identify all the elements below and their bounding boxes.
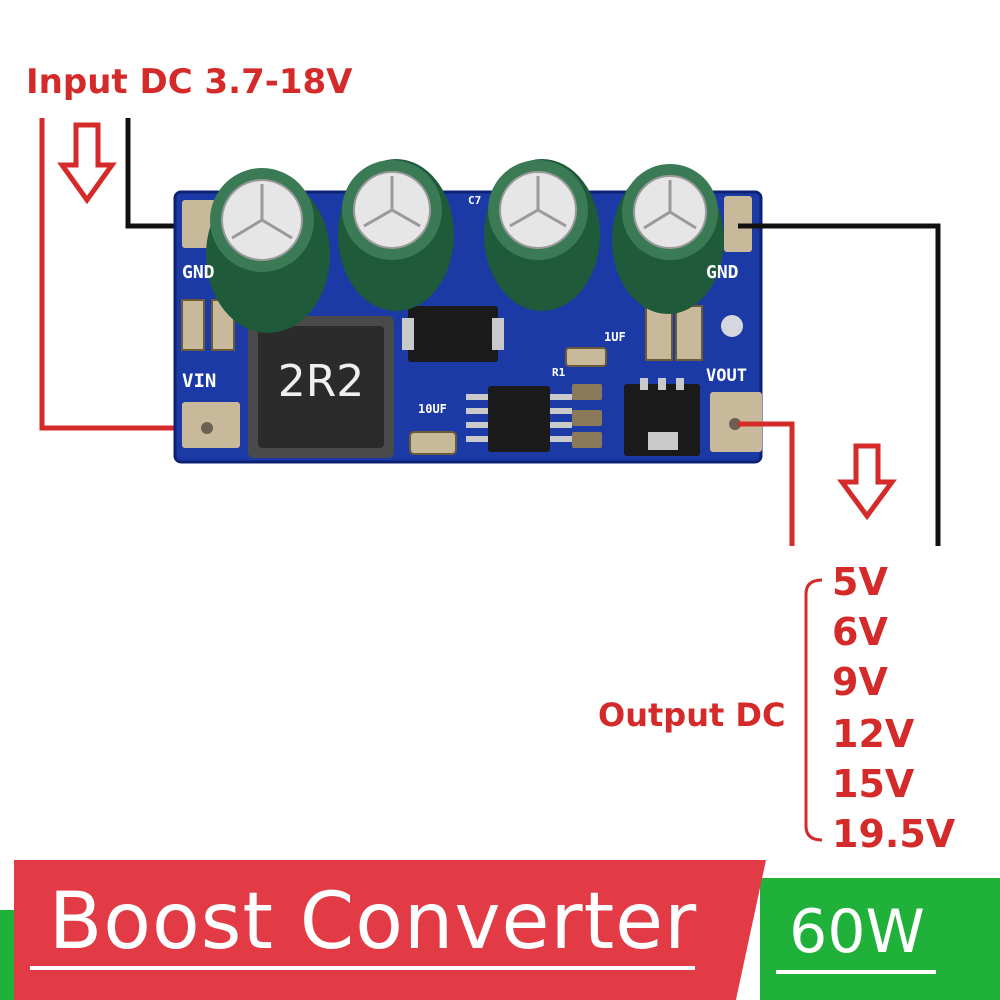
input-down-arrow-icon xyxy=(57,122,117,205)
output-voltage-item: 15V xyxy=(832,762,915,806)
inductor-marking: 2R2 xyxy=(277,356,365,407)
capacitor-2 xyxy=(338,159,454,311)
output-voltage-item: 5V xyxy=(832,560,888,604)
output-voltage-item: 6V xyxy=(832,610,888,654)
input-label: Input DC 3.7-18V xyxy=(26,62,353,102)
silk-c7: C7 xyxy=(468,194,482,207)
silk-gnd-right: GND xyxy=(706,262,739,283)
output-voltage-item: 19.5V xyxy=(832,812,956,856)
banner-power-underline xyxy=(776,970,936,974)
silk-r1: R1 xyxy=(552,366,566,379)
capacitor-1 xyxy=(206,168,330,333)
output-voltage-item: 9V xyxy=(832,660,888,704)
silk-10uf: 10UF xyxy=(418,402,447,416)
title-banner xyxy=(14,860,766,1000)
silk-gnd-left: GND xyxy=(182,262,215,283)
capacitor-3 xyxy=(484,159,600,311)
output-vout-wire xyxy=(738,421,795,546)
output-voltage-bracket xyxy=(804,578,823,842)
silk-vout: VOUT xyxy=(706,366,747,386)
power-banner xyxy=(760,878,1000,1000)
output-gnd-wire xyxy=(738,223,941,546)
silk-vin: VIN xyxy=(182,370,217,392)
output-voltage-item: 12V xyxy=(832,712,915,756)
banner-title: Boost Converter xyxy=(48,877,698,967)
silk-1uf: 1UF xyxy=(604,330,626,344)
input-vin-wire xyxy=(39,118,205,431)
capacitor-4 xyxy=(612,164,724,314)
output-label: Output DC xyxy=(598,696,786,734)
banner-power: 60W xyxy=(789,897,925,967)
output-down-arrow-icon xyxy=(837,443,897,521)
banner-title-underline xyxy=(30,966,695,970)
